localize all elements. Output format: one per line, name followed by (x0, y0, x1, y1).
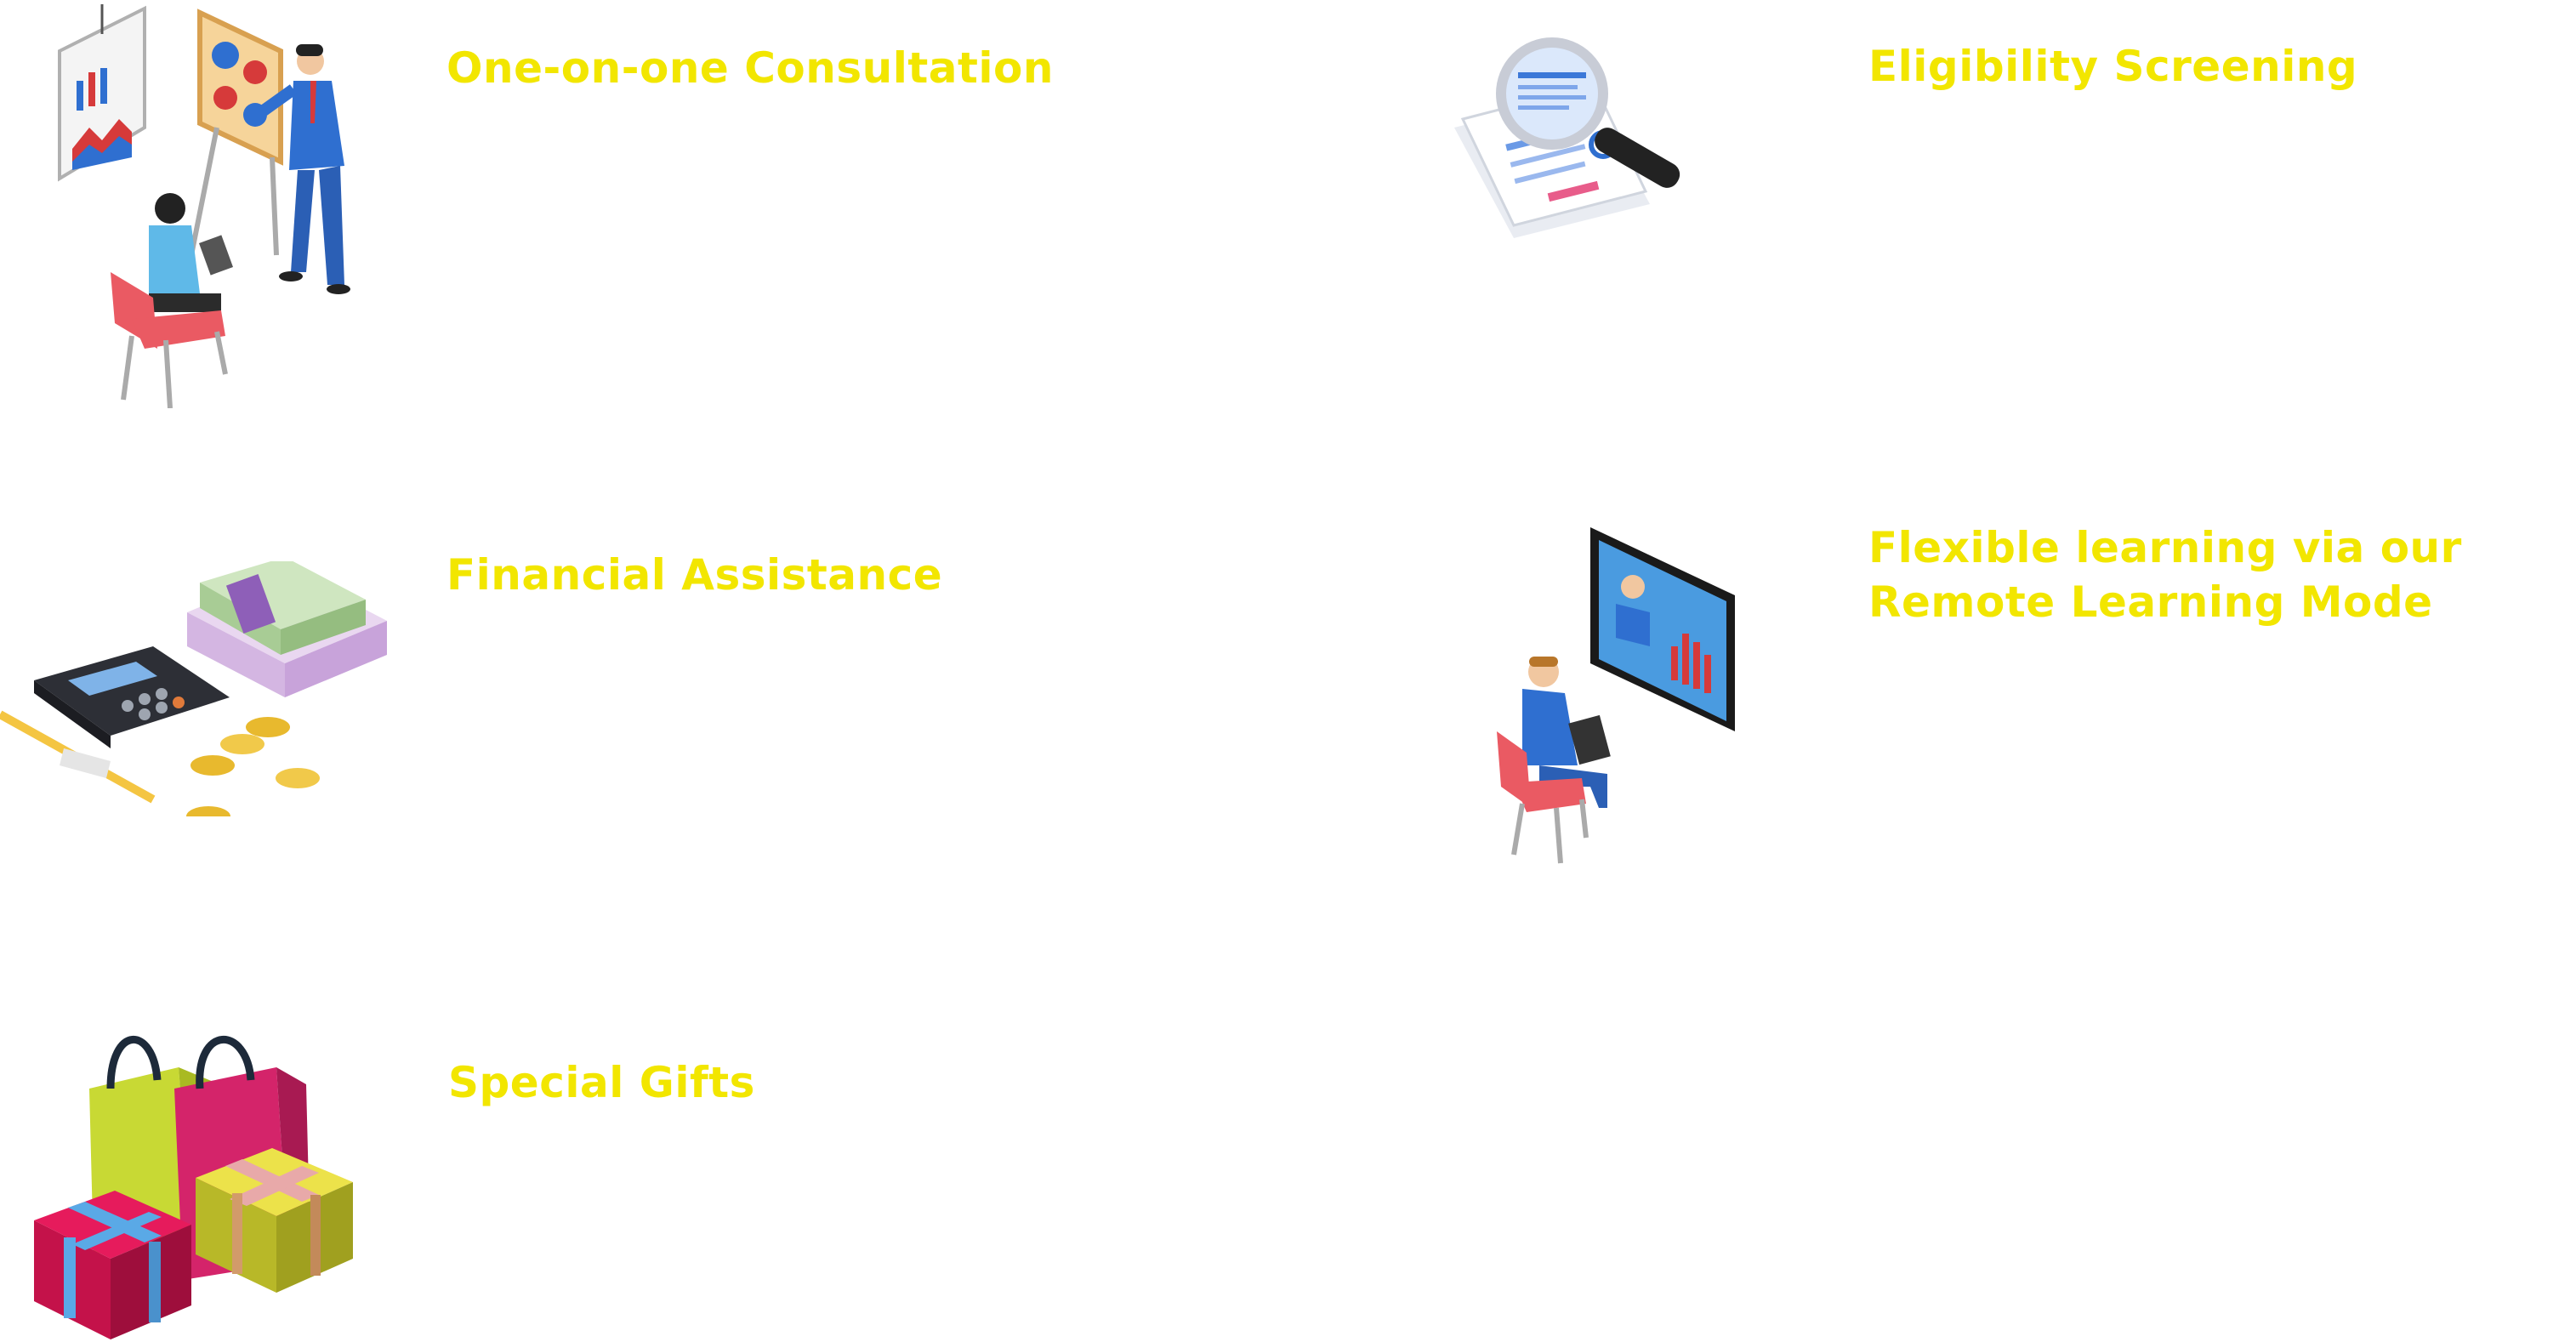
feature-title-gifts: Special Gifts (448, 1058, 755, 1107)
feature-title-line-2: Remote Learning Mode (1868, 577, 2433, 627)
remote-learning-icon (1463, 519, 1743, 867)
feature-title-flexible-learning: Flexible learning via our Remote Learnin… (1868, 520, 2462, 629)
feature-title-consultation: One-on-one Consultation (446, 43, 1054, 93)
feature-title-financial: Financial Assistance (446, 550, 943, 600)
gift-boxes-icon (26, 1008, 366, 1339)
feature-title-eligibility: Eligibility Screening (1868, 42, 2358, 91)
consultation-illustration (51, 0, 374, 408)
feature-title-line-1: Flexible learning via our (1868, 523, 2462, 572)
calculator-money-icon (0, 561, 400, 816)
magnifying-glass-documents-icon (1429, 34, 1735, 255)
